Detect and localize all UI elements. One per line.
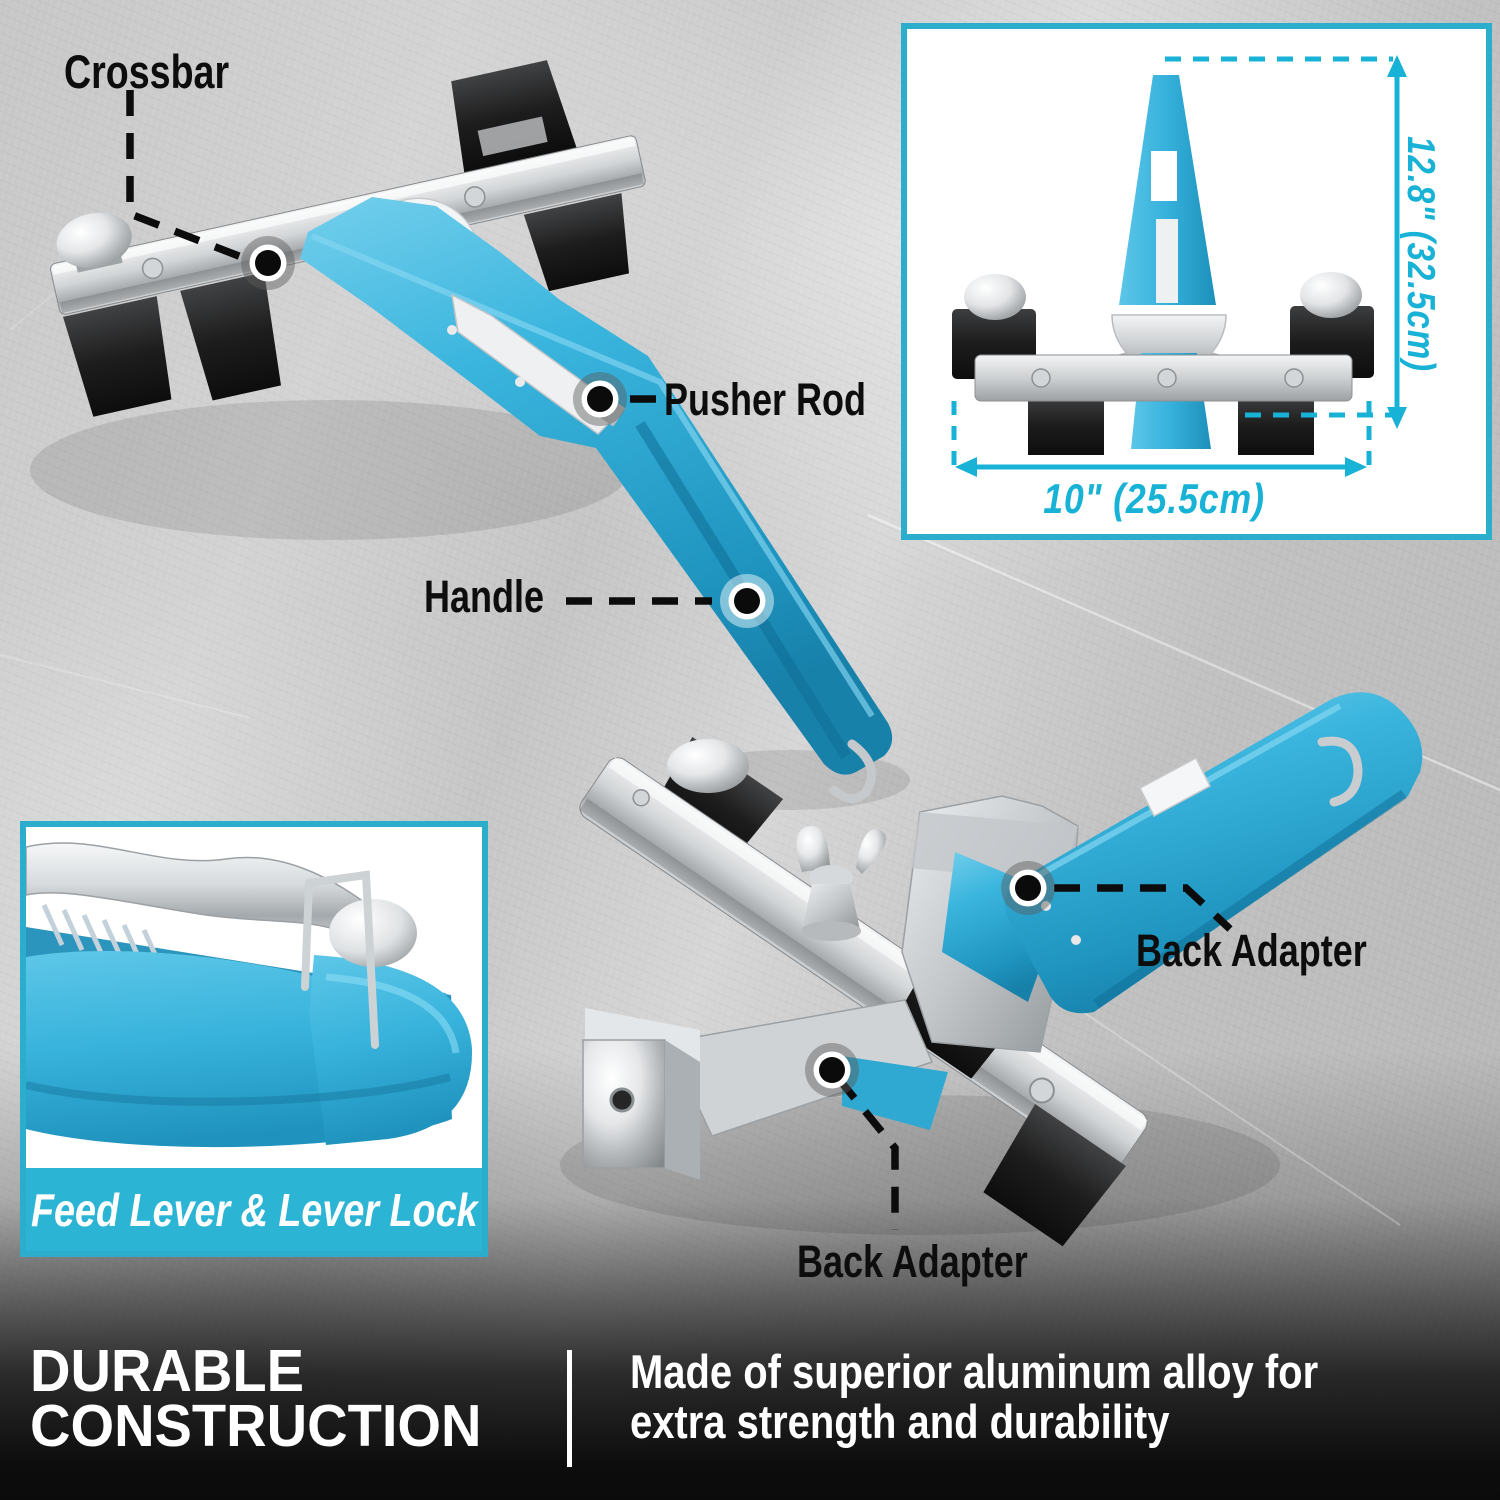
body-seam <box>26 1073 452 1106</box>
feed-lever-caption: Feed Lever & Lever Lock <box>26 1168 482 1251</box>
handle-hook <box>1317 736 1363 807</box>
callout-dot-pusher-rod <box>573 372 627 426</box>
bracket-side-face <box>665 1040 700 1180</box>
feed-lever <box>26 842 375 949</box>
crossbar-bar <box>579 757 1148 1174</box>
height-dimension-label: 12.8" (32.5cm) <box>1399 136 1442 372</box>
width-dimension-line <box>951 401 1372 475</box>
tool-shadow <box>30 400 630 540</box>
column-slot <box>1151 151 1177 201</box>
callout-label-back-adapter: Back Adapter <box>1136 925 1367 976</box>
end-cap-highlight <box>325 973 460 1054</box>
plate-facet <box>910 812 1078 882</box>
callout-dot-handle <box>720 574 774 628</box>
body-screw <box>515 377 525 387</box>
crossbar-screw <box>632 788 650 807</box>
pusher-rod-slot <box>1156 219 1178 303</box>
chrome-knob <box>964 274 1026 320</box>
footer-divider <box>567 1350 572 1467</box>
feed-lever-photo <box>26 842 473 1148</box>
body-screw <box>1071 935 1081 945</box>
adapter-insert <box>477 116 548 157</box>
end-cap <box>309 955 473 1145</box>
handle-highlight <box>310 233 875 718</box>
main-tool-photo <box>30 60 910 810</box>
callout-label-back-adapter: Back Adapter <box>797 1236 1028 1287</box>
pusher-slot <box>1139 756 1211 818</box>
body-screw <box>1041 901 1051 911</box>
callout-dots <box>241 236 1055 1097</box>
chrome-knob <box>1300 272 1362 318</box>
handle-body <box>1004 692 1423 1014</box>
handle-lower-shade <box>1093 789 1407 1009</box>
lever-lock-wire <box>301 870 379 1049</box>
back-adapter-block <box>983 1103 1126 1247</box>
front-adapter-block <box>63 296 172 417</box>
feed-lever-caption-text: Feed Lever & Lever Lock <box>30 1183 478 1236</box>
crossbar-screw <box>1028 1077 1055 1104</box>
callout-label-handle: Handle <box>424 571 545 622</box>
callout-line-back-adapter-bottom <box>835 1075 899 1230</box>
front-adapter-block <box>180 272 281 401</box>
crossbar-screws <box>1031 368 1304 388</box>
body-screw <box>447 325 457 335</box>
width-dimension-arrows <box>955 457 1367 477</box>
tool-front-view <box>952 75 1374 455</box>
crossbar-shade <box>579 798 1120 1174</box>
callout-label-pusher-rod: Pusher Rod <box>664 374 867 425</box>
front-adapter-block <box>1238 397 1314 455</box>
footer-heading: DURABLE CONSTRUCTION <box>30 1338 482 1459</box>
bracket-screw <box>609 1087 635 1113</box>
footer-description: Made of superior aluminum alloy for extr… <box>630 1347 1318 1447</box>
wing-nut <box>796 825 886 941</box>
footer-heading-line1: DURABLE <box>30 1338 305 1404</box>
callout-line-back-adapter-right <box>1054 884 1233 932</box>
dimension-inset-svg <box>951 55 1409 477</box>
height-dimension-arrows <box>1387 55 1407 429</box>
back-adapter-block <box>523 193 630 292</box>
footer-description-line1: Made of superior aluminum alloy for <box>630 1345 1319 1398</box>
height-dimension-line <box>1165 56 1409 418</box>
handle-hook <box>829 739 877 803</box>
callout-label-crossbar: Crossbar <box>64 45 230 98</box>
second-tool-photo <box>560 692 1423 1247</box>
dimension-inset: 12.8" (32.5cm) 10" (25.5cm) <box>901 23 1492 540</box>
footer-heading-line2: CONSTRUCTION <box>30 1393 482 1459</box>
callout-dot-back-adapter-right <box>1001 861 1055 915</box>
chrome-knob <box>56 212 132 268</box>
callout-dot-crossbar <box>241 236 295 290</box>
feed-lever-inset: Feed Lever & Lever Lock <box>20 821 488 1257</box>
footer-description-line2: extra strength and durability <box>630 1395 1170 1448</box>
handle-body <box>300 197 893 775</box>
chrome-knob <box>667 739 749 793</box>
callout-dot-back-adapter-bottom <box>805 1043 859 1097</box>
width-dimension-label: 10" (25.5cm) <box>1043 475 1265 522</box>
front-adapter-block <box>1028 397 1104 455</box>
